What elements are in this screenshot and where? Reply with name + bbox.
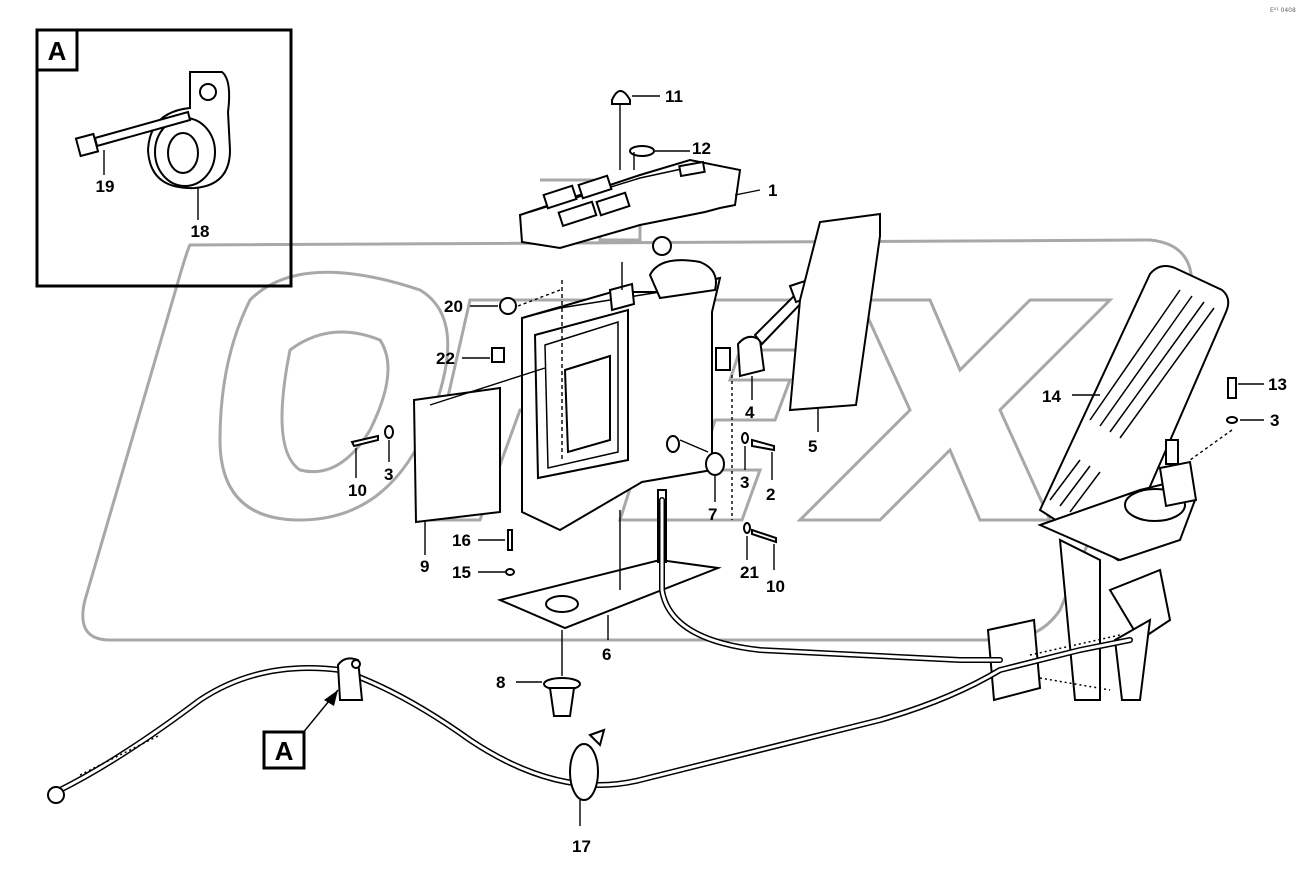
washer-part — [666, 435, 725, 476]
side-panel-part — [788, 212, 881, 412]
cable-part — [47, 497, 1133, 804]
callout-10b: 10 — [766, 577, 785, 596]
side-cover-part — [412, 386, 501, 524]
nut-part — [499, 297, 517, 315]
label-plate-part — [491, 347, 505, 363]
callout-15: 15 — [452, 563, 471, 582]
callout-21: 21 — [740, 563, 759, 582]
grommet-part — [543, 677, 581, 717]
housing-part — [521, 236, 722, 532]
callout-11: 11 — [665, 87, 683, 106]
detail-inset-a: A 19 18 — [35, 28, 293, 288]
callout-16: 16 — [452, 531, 471, 550]
callout-13: 13 — [1268, 375, 1287, 394]
callout-14: 14 — [1042, 387, 1061, 406]
corner-code: E⁰¹ 0408 — [1270, 7, 1296, 14]
callout-20: 20 — [444, 297, 463, 316]
callout-1: 1 — [768, 181, 777, 200]
callout-4: 4 — [745, 403, 755, 422]
screw-bottom-part — [743, 522, 777, 544]
callout-2: 2 — [766, 485, 775, 504]
callout-3b: 3 — [740, 473, 749, 492]
screw-right-part — [1226, 377, 1238, 424]
top-cover-part — [518, 158, 742, 250]
callout-12: 12 — [692, 139, 711, 158]
callout-6: 6 — [602, 645, 611, 664]
cable-tie-part — [569, 728, 606, 801]
callout-8: 8 — [496, 673, 505, 692]
callout-3a: 3 — [384, 465, 393, 484]
callout-22: 22 — [436, 349, 455, 368]
key-part — [629, 145, 655, 170]
screw-mid-part — [741, 432, 775, 452]
callout-19: 19 — [96, 177, 115, 196]
clamp-part — [146, 71, 232, 190]
callout-18: 18 — [191, 222, 210, 241]
pointer-label: A — [275, 736, 294, 766]
callout-10a: 10 — [348, 481, 367, 500]
callout-3c: 3 — [1270, 411, 1279, 430]
detail-pointer-a: A — [262, 689, 339, 770]
bolt-part — [74, 110, 192, 158]
screw-left-part — [350, 425, 394, 448]
callout-5: 5 — [808, 437, 817, 456]
callout-17: 17 — [572, 837, 591, 856]
callout-7: 7 — [708, 505, 717, 524]
inset-label: A — [48, 36, 67, 66]
lever-cap-part — [715, 278, 814, 378]
callout-9: 9 — [420, 557, 429, 576]
pedal-part — [986, 265, 1230, 702]
knob-part — [611, 90, 631, 170]
